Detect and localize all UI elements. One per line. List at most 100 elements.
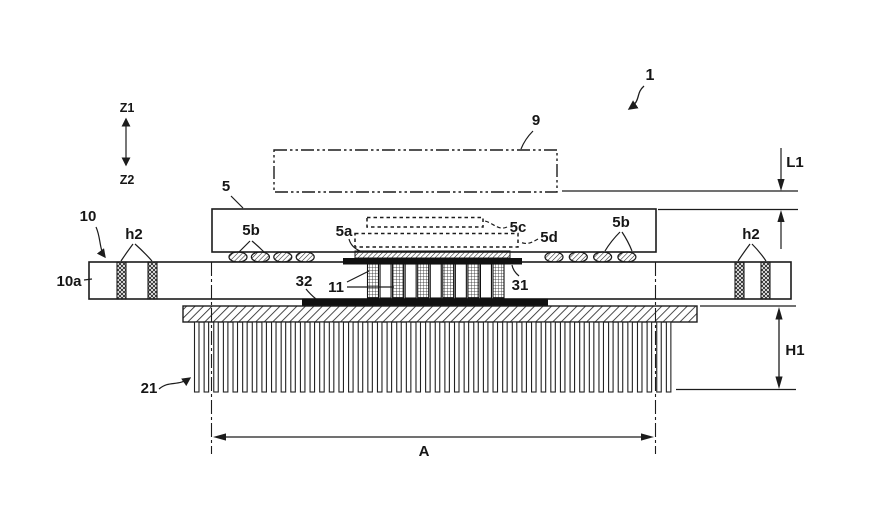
ref-11-fork (346, 270, 394, 288)
ref-5-label: 5 (222, 178, 230, 195)
heatsink-fin (656, 321, 662, 393)
ref-32-leader (305, 288, 317, 300)
ref-9-label: 9 (532, 112, 540, 129)
solder-bump (273, 251, 293, 263)
heatsink-fin (540, 321, 547, 393)
ref-11-label: 11 (328, 279, 344, 296)
heatsink-fin (222, 321, 229, 393)
heatsink-fins (193, 321, 672, 393)
tec-columns-11 (366, 263, 505, 299)
heatsink-fin (425, 321, 431, 393)
heatsink-fin (588, 321, 595, 393)
tec-element-hatched (366, 263, 380, 299)
solder-bump (228, 251, 248, 263)
a-arrow-right (641, 433, 654, 441)
ref-10a-leader (83, 278, 93, 281)
solder-bump (568, 251, 588, 263)
z2-axis-label: Z2 (120, 173, 135, 187)
tec-element-plain (454, 263, 467, 299)
h1-arrow-down (775, 376, 783, 389)
heatsink-fin (463, 321, 470, 393)
heatsink-fin (415, 321, 422, 393)
heatsink-fin (309, 321, 316, 393)
heatsink-fin (492, 321, 499, 393)
solder-bump (250, 251, 271, 263)
heatsink-fin (367, 321, 373, 393)
heatsink-fin (617, 321, 624, 393)
h2-hole (147, 261, 158, 300)
h2-hole (734, 261, 745, 300)
heatsink-fin (213, 321, 219, 393)
heatsink-fin (636, 321, 643, 393)
ref-10-arrow (95, 226, 106, 259)
heatsink-fin (521, 321, 527, 393)
a-arrow-left (213, 433, 226, 441)
ref-h2-right-label: h2 (742, 226, 760, 243)
ref-5c-leader (484, 220, 508, 229)
l1-arrow-up (777, 210, 785, 222)
tec-element-plain (379, 263, 392, 299)
heatsink-fin (530, 321, 537, 393)
heatsink-fin (550, 321, 556, 393)
ref-h2-left-fork (120, 243, 153, 262)
bump-labels: 5b 5b (238, 214, 633, 253)
ref-1-arrow (627, 85, 645, 110)
ref-5a-leader (348, 238, 361, 252)
heatsink-fin (261, 321, 267, 393)
ref-9-leader (520, 130, 534, 150)
heatsink-base (182, 305, 698, 323)
dimension-a: A (210, 262, 657, 460)
ref-5d-leader (519, 238, 539, 245)
heatsink-fin (319, 321, 325, 393)
heatsink-fin (357, 321, 364, 393)
ref-5b-right-label: 5b (612, 214, 630, 231)
l1-dim-label: L1 (786, 154, 804, 171)
ref-10a-label: 10a (56, 273, 82, 290)
z1-axis-label: Z1 (120, 101, 135, 115)
solder-bump (592, 251, 613, 263)
lid-5-body (211, 208, 657, 253)
ref-h2-left-label: h2 (125, 226, 143, 243)
h1-arrow-up (775, 307, 783, 320)
h2-holes (116, 261, 771, 300)
tec-element-hatched (492, 263, 505, 299)
ref-5a-label: 5a (336, 223, 353, 240)
heatsink-fin (569, 321, 576, 393)
heatsink-fin (665, 321, 672, 393)
l1-arrow-down (777, 179, 785, 191)
ref-1-label: 1 (646, 67, 655, 84)
heatsink-fin (598, 321, 605, 393)
tec-element-hatched (392, 263, 405, 299)
z-axis-indicator: Z1 Z2 (120, 101, 135, 187)
ref-10-label: 10 (80, 208, 97, 225)
heatsink-fin (338, 321, 345, 393)
heatsink-fin (453, 321, 460, 393)
heatsink-fin (579, 321, 585, 393)
a-dim-label: A (419, 443, 430, 460)
heatsink-fin (434, 321, 441, 393)
tec-element-plain (404, 263, 417, 299)
heatsink-fin (473, 321, 479, 393)
dimension-l1: L1 (562, 148, 804, 249)
ref-31-label: 31 (512, 277, 529, 294)
tec-element-hatched (442, 263, 455, 299)
tim-5a-strip (354, 250, 511, 259)
heatsink-fin (608, 321, 614, 393)
heatsink-fin (232, 321, 239, 393)
heatsink-fin (502, 321, 508, 393)
tec-element-hatched (467, 263, 480, 299)
heatsink-fin (290, 321, 296, 393)
tec-element-plain (479, 263, 493, 299)
tec-element-hatched (417, 263, 430, 299)
tec-bottom-plate-32 (302, 298, 548, 306)
heatsink-fin (482, 321, 489, 393)
ref-h2-right-fork (737, 243, 767, 262)
heatsink-fin (348, 321, 354, 393)
dimension-h1: H1 (676, 305, 805, 391)
heatsink-fin (386, 321, 393, 393)
heatsink-fin (396, 321, 402, 393)
solder-bump (617, 251, 637, 263)
assembly-reference: 1 (627, 67, 655, 110)
heatsink-fin (559, 321, 566, 393)
heatsink-21: 21 (141, 305, 698, 397)
